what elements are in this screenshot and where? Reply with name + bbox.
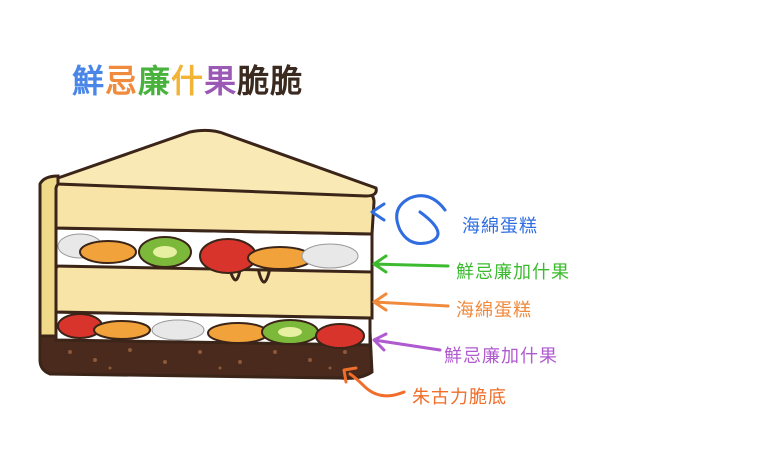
mango bbox=[207, 322, 269, 344]
title-char-6: 脆脆 bbox=[237, 62, 304, 100]
dragonfruit bbox=[151, 319, 205, 341]
arrow-sponge-bottom bbox=[372, 292, 450, 312]
mango bbox=[79, 240, 137, 264]
page-title: 鮮忌廉什果脆脆 bbox=[72, 56, 303, 102]
title-char-5: 果 bbox=[204, 62, 238, 100]
title-char-3: 廉 bbox=[138, 62, 172, 100]
arrow-fruit-bottom bbox=[372, 332, 442, 352]
fruit-top bbox=[57, 233, 359, 274]
arrow-fruit-top bbox=[372, 254, 450, 274]
mango bbox=[93, 320, 151, 340]
label-crunch-base: 朱古力脆底 bbox=[412, 387, 507, 408]
fruit-bottom bbox=[57, 313, 365, 349]
title-char-2: 忌 bbox=[105, 62, 139, 100]
label-sponge-bottom: 海綿蛋糕 bbox=[456, 300, 532, 321]
label-fruit-bottom: 鮮忌廉加什果 bbox=[444, 346, 558, 367]
arrow-sponge-top bbox=[370, 194, 447, 245]
label-sponge-top: 海綿蛋糕 bbox=[462, 216, 538, 237]
strawberry bbox=[315, 323, 365, 349]
cake-top bbox=[56, 128, 378, 198]
dragonfruit bbox=[301, 243, 359, 269]
arrow-crunch-base bbox=[342, 366, 406, 398]
label-fruit-top: 鮮忌廉加什果 bbox=[456, 262, 570, 283]
title-char-4: 什 bbox=[171, 62, 205, 100]
chocolate-crumbs bbox=[68, 348, 347, 370]
title-char-1: 鮮 bbox=[72, 62, 106, 100]
